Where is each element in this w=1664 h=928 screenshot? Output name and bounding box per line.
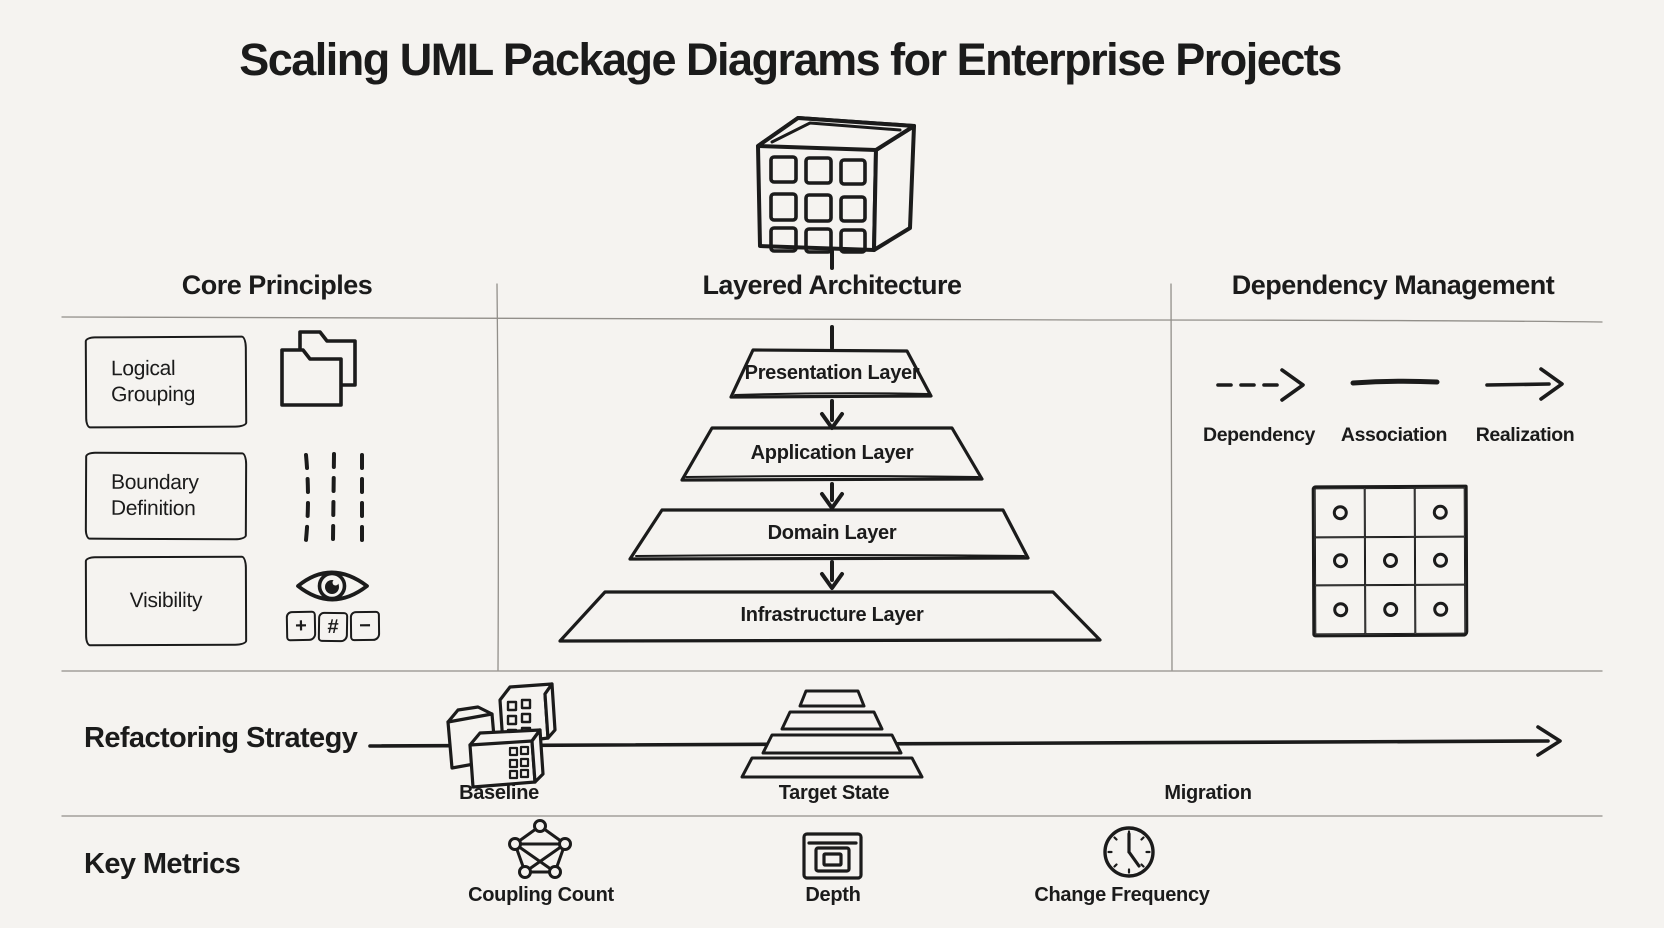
layer-label-presentation: Presentation Layer xyxy=(744,362,920,384)
minus-symbol: − xyxy=(359,614,371,637)
association-line-icon xyxy=(1350,378,1440,386)
matrix-cell xyxy=(1314,488,1365,537)
matrix-cell xyxy=(1365,585,1416,635)
legend-label-association: Association xyxy=(1340,424,1448,446)
layer-label-domain: Domain Layer xyxy=(767,522,897,544)
layer-flow-arrows xyxy=(820,399,844,590)
stage-label-baseline: Baseline xyxy=(459,782,539,804)
package-cube-icon xyxy=(756,116,916,254)
metric-label-coupling-count: Coupling Count xyxy=(468,884,614,906)
matrix-dot-icon xyxy=(1432,601,1448,617)
stage-label-target-state: Target State xyxy=(778,782,890,804)
refactoring-strategy-header: Refactoring Strategy xyxy=(84,722,358,754)
matrix-cell xyxy=(1364,487,1415,537)
layer-pyramid xyxy=(558,348,1102,643)
matrix-dot-icon xyxy=(1332,602,1348,618)
module-cluster-icon xyxy=(446,682,557,789)
layer-label-application: Application Layer xyxy=(750,442,914,464)
metric-label-depth: Depth xyxy=(805,884,861,906)
stepped-pyramid-icon xyxy=(740,689,924,779)
nested-squares-icon xyxy=(802,832,863,880)
visibility-public-symbol: + xyxy=(285,610,317,642)
legend-label-realization: Realization xyxy=(1475,424,1575,446)
refactoring-arrow xyxy=(368,725,1562,757)
visibility-protected-symbol: # xyxy=(317,611,349,643)
matrix-cell xyxy=(1314,536,1366,586)
realization-arrow-icon xyxy=(1485,367,1564,401)
visibility-private-symbol: − xyxy=(349,610,381,642)
dashed-arrow-icon xyxy=(1216,368,1305,402)
matrix-cell xyxy=(1315,585,1366,635)
principle-label: Logical Grouping xyxy=(110,356,196,407)
clock-icon xyxy=(1103,826,1155,878)
matrix-dot-icon xyxy=(1382,553,1398,569)
principle-box-visibility: Visibility xyxy=(84,555,248,647)
principle-box-boundary-definition: Boundary Definition xyxy=(84,451,248,541)
matrix-dot-icon xyxy=(1432,504,1448,520)
eye-icon xyxy=(296,570,369,602)
dependency-matrix-cells xyxy=(1311,484,1469,638)
diagram-title: Scaling UML Package Diagrams for Enterpr… xyxy=(239,34,1342,85)
layer-label-infrastructure: Infrastructure Layer xyxy=(740,604,924,626)
core-principles-header: Core Principles xyxy=(181,270,373,300)
hash-symbol: # xyxy=(327,615,339,638)
matrix-dot-icon xyxy=(1432,553,1448,569)
matrix-cell xyxy=(1414,536,1466,586)
matrix-dot-icon xyxy=(1332,505,1348,521)
matrix-cell xyxy=(1415,585,1466,634)
matrix-cell xyxy=(1364,536,1416,586)
matrix-cell xyxy=(1414,487,1465,537)
boundary-dashed-lines-icon xyxy=(304,452,364,543)
layered-architecture-header: Layered Architecture xyxy=(702,270,962,300)
folders-icon xyxy=(280,330,357,407)
principle-box-logical-grouping: Logical Grouping xyxy=(84,335,248,429)
principle-label: Boundary Definition xyxy=(110,470,199,521)
plus-symbol: + xyxy=(294,614,308,637)
dependency-management-header: Dependency Management xyxy=(1231,270,1555,300)
matrix-dot-icon xyxy=(1332,553,1348,569)
stage-label-migration: Migration xyxy=(1164,782,1252,804)
principle-label: Visibility xyxy=(129,588,203,613)
legend-label-dependency: Dependency xyxy=(1203,424,1315,446)
key-metrics-header: Key Metrics xyxy=(84,848,241,880)
network-graph-icon xyxy=(508,819,572,879)
metric-label-change-frequency: Change Frequency xyxy=(1034,884,1210,906)
matrix-dot-icon xyxy=(1382,602,1398,618)
